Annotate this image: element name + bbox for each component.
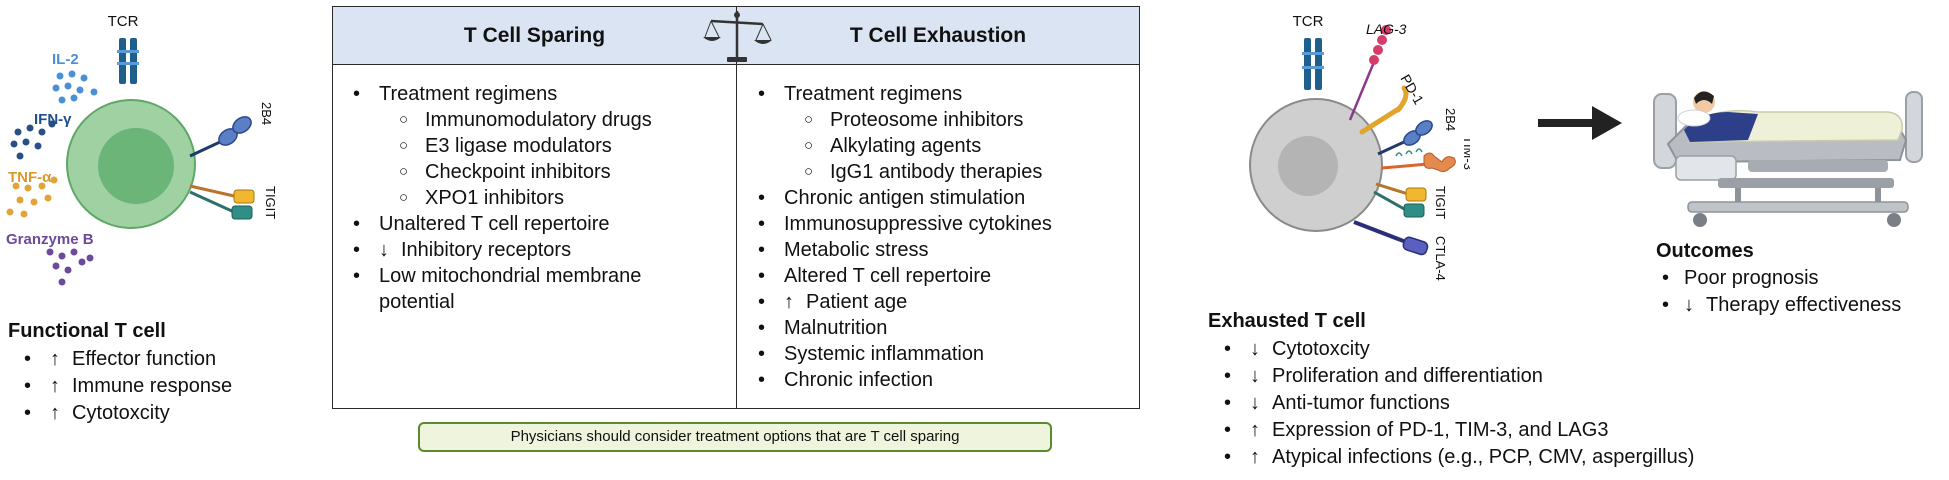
cytokine-granzyme-dots bbox=[46, 248, 94, 286]
hospital-bed-patient-illustration bbox=[1653, 91, 1923, 227]
label-tigit: TIGIT bbox=[263, 186, 278, 219]
list-item: Treatment regimens Proteosome inhibitors… bbox=[738, 81, 1138, 185]
list-item: Poor prognosis bbox=[1656, 265, 1901, 292]
cytokine-ifng-dots bbox=[10, 120, 56, 160]
column-divider bbox=[736, 7, 737, 408]
balance-scale-icon bbox=[703, 11, 772, 62]
receptor-2b4-icon bbox=[189, 116, 252, 158]
tcr-receptor-exhausted-icon bbox=[1302, 38, 1324, 90]
label-tigit-exhausted: TIGIT bbox=[1433, 186, 1448, 219]
tcr-label-exhausted: TCR bbox=[1293, 13, 1324, 30]
list-item: ↓Therapy effectiveness bbox=[1656, 292, 1901, 319]
label-ctla4: CTLA-4 bbox=[1433, 236, 1448, 281]
list-item: ↑Patient age bbox=[738, 289, 1138, 315]
list-item: Chronic infection bbox=[738, 367, 1138, 393]
list-item: Proteosome inhibitors bbox=[784, 107, 1138, 133]
exhausted-cell-nucleus bbox=[1278, 136, 1338, 196]
receptor-tigit-icon bbox=[189, 184, 255, 220]
right-arrow-icon bbox=[1538, 106, 1622, 140]
functional-cell-list: ↑Effector function ↑Immune response ↑Cyt… bbox=[8, 346, 232, 427]
functional-cell-nucleus bbox=[98, 128, 174, 204]
list-item: Immunomodulatory drugs bbox=[379, 107, 733, 133]
list-item: ↑Cytotoxcity bbox=[8, 400, 232, 427]
cytokine-label-tnfa: TNF-α bbox=[8, 169, 52, 186]
exhausted-cell-list: ↓Cytotoxcity ↓Proliferation and differen… bbox=[1208, 336, 1694, 471]
outcomes-text: Outcomes Poor prognosis ↓Therapy effecti… bbox=[1656, 240, 1901, 319]
list-item: ↓Anti-tumor functions bbox=[1208, 390, 1694, 417]
list-item: XPO1 inhibitors bbox=[379, 185, 733, 211]
list-item: ↓Inhibitory receptors bbox=[333, 237, 733, 263]
list-item: Altered T cell repertoire bbox=[738, 263, 1138, 289]
exhausted-t-cell-illustration: TCR LAG-3 PD-1 2B4 TIM-3 TIGIT bbox=[1249, 13, 1470, 281]
list-item: ↑Atypical infections (e.g., PCP, CMV, as… bbox=[1208, 444, 1694, 471]
cytokine-tnfa-dots bbox=[6, 176, 58, 218]
receptor-tigit-exhausted-icon bbox=[1373, 182, 1427, 218]
tcr-label: TCR bbox=[108, 13, 139, 30]
list-item: Low mitochondrial membrane potential bbox=[333, 263, 699, 315]
receptor-ctla4-icon bbox=[1353, 220, 1429, 256]
receptor-2b4-exhausted-icon bbox=[1377, 120, 1433, 156]
list-item: Chronic antigen stimulation bbox=[738, 185, 1138, 211]
list-item: ↓Cytotoxcity bbox=[1208, 336, 1694, 363]
list-item: Unaltered T cell repertoire bbox=[333, 211, 733, 237]
list-item: E3 ligase modulators bbox=[379, 133, 733, 159]
receptor-pd1-icon bbox=[1359, 85, 1409, 135]
functional-cell-text: Functional T cell ↑Effector function ↑Im… bbox=[8, 320, 232, 427]
list-item: IgG1 antibody therapies bbox=[784, 159, 1138, 185]
list-item: Malnutrition bbox=[738, 315, 1138, 341]
receptor-lag3-icon bbox=[1348, 25, 1391, 121]
list-item: Systemic inflammation bbox=[738, 341, 1138, 367]
list-item: ↑Immune response bbox=[8, 373, 232, 400]
list-item: ↑Effector function bbox=[8, 346, 232, 373]
functional-cell-title: Functional T cell bbox=[8, 320, 166, 342]
receptor-tim3-icon bbox=[1381, 148, 1456, 173]
header-t-cell-exhaustion: T Cell Exhaustion bbox=[849, 24, 1027, 47]
label-2b4-exhausted: 2B4 bbox=[1443, 108, 1458, 131]
cytokine-label-granzyme: Granzyme B bbox=[6, 231, 94, 248]
list-item: Immunosuppressive cytokines bbox=[738, 211, 1138, 237]
outcomes-list: Poor prognosis ↓Therapy effectiveness bbox=[1656, 265, 1901, 319]
cytokine-il2-dots bbox=[52, 70, 98, 104]
physicians-note-box: Physicians should consider treatment opt… bbox=[418, 422, 1052, 452]
list-item: Checkpoint inhibitors bbox=[379, 159, 733, 185]
cytokine-label-il2: IL-2 bbox=[52, 51, 79, 68]
exhausted-cell-text: Exhausted T cell ↓Cytotoxcity ↓Prolifera… bbox=[1208, 310, 1694, 471]
comparison-table: T Cell Sparing T Cell Exhaustion Treatme… bbox=[332, 6, 1140, 409]
label-tim3: TIM-3 bbox=[1461, 136, 1470, 170]
label-lag3: LAG-3 bbox=[1366, 21, 1407, 37]
list-item: ↑Expression of PD-1, TIM-3, and LAG3 bbox=[1208, 417, 1694, 444]
label-2b4: 2B4 bbox=[259, 102, 274, 125]
exhaustion-column: Treatment regimens Proteosome inhibitors… bbox=[738, 81, 1138, 393]
sparing-column: Treatment regimens Immunomodulatory drug… bbox=[333, 81, 733, 315]
list-item: Treatment regimens Immunomodulatory drug… bbox=[333, 81, 733, 211]
exhausted-cell-title: Exhausted T cell bbox=[1208, 310, 1366, 332]
cytokine-label-ifng: IFN-γ bbox=[34, 111, 72, 128]
functional-t-cell-illustration: TCR 2B4 TIGIT bbox=[6, 13, 278, 286]
outcomes-title: Outcomes bbox=[1656, 240, 1754, 262]
list-item: Alkylating agents bbox=[784, 133, 1138, 159]
header-t-cell-sparing: T Cell Sparing bbox=[463, 24, 606, 47]
list-item: ↓Proliferation and differentiation bbox=[1208, 363, 1694, 390]
list-item: Metabolic stress bbox=[738, 237, 1138, 263]
tcr-receptor-icon bbox=[117, 38, 139, 84]
